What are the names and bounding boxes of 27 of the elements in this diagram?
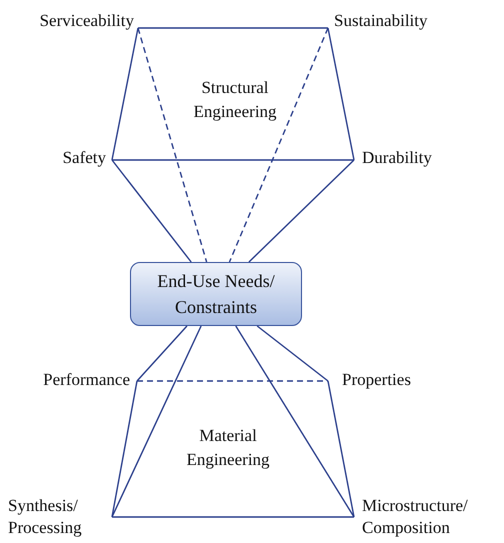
vertex-label: Safety (40, 147, 106, 169)
line (256, 325, 328, 382)
rounded-box: End-Use Needs/ Constraints (130, 262, 302, 326)
line (248, 160, 354, 262)
line (111, 326, 202, 518)
line (111, 380, 138, 518)
vertex-label: Microstructure/ Composition (362, 495, 496, 539)
vertex-label: Properties (342, 369, 434, 391)
line (138, 27, 328, 29)
line (112, 159, 354, 161)
line (235, 326, 355, 518)
line (112, 516, 354, 518)
line (111, 28, 139, 160)
region-label: Material Engineering (185, 425, 271, 471)
line (111, 160, 192, 262)
vertex-label: Synthesis/ Processing (8, 495, 104, 539)
region-label: Structural Engineering (192, 77, 278, 123)
vertex-label: Durability (362, 147, 454, 169)
line (327, 28, 355, 160)
vertex-label: Sustainability (334, 10, 460, 32)
line (136, 326, 188, 382)
dashed-line (137, 28, 208, 262)
dashed-line (228, 28, 329, 262)
vertex-label: Serviceability (6, 10, 134, 32)
line (327, 380, 355, 518)
dashed-line (137, 380, 328, 382)
vertex-label: Performance (10, 369, 130, 391)
